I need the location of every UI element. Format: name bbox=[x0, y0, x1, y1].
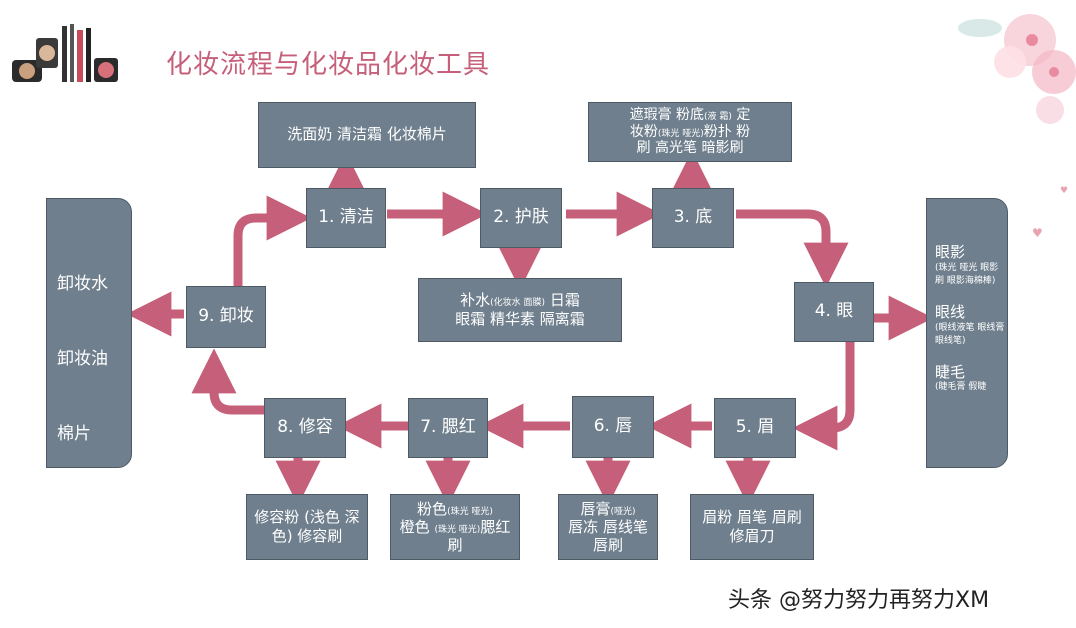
products-brow: 眉粉 眉笔 眉刷 修眉刀 bbox=[690, 494, 814, 560]
flower-decoration bbox=[958, 14, 1076, 124]
step-remove: 9. 卸妆 bbox=[186, 286, 266, 348]
page-title: 化妆流程与化妆品化妆工具 bbox=[166, 50, 491, 80]
products-skincare: 补水(化妆水 面膜) 日霜 眼霜 精华素 隔离霜 bbox=[418, 278, 622, 342]
products-cleanse: 洗面奶 清洁霜 化妆棉片 bbox=[258, 102, 476, 168]
eye-products-panel: 眼影(珠光 哑光 眼影刷 眼影海棉棒) 眼线(眼线液笔 眼线膏 眼线笔) 睫毛(… bbox=[926, 198, 1008, 468]
step-blush: 7. 腮红 bbox=[408, 398, 488, 458]
step-brow: 5. 眉 bbox=[714, 398, 796, 458]
step-skincare: 2. 护肤 bbox=[480, 188, 562, 248]
products-lip: 唇膏(哑光) 唇冻 唇线笔 唇刷 bbox=[558, 494, 658, 560]
watermark: 头条 @努力努力再努力XM bbox=[728, 588, 990, 613]
products-contour: 修容粉 (浅色 深色) 修容刷 bbox=[246, 494, 368, 560]
step-eye: 4. 眼 bbox=[794, 282, 874, 342]
products-blush: 粉色(珠光 哑光) 橙色 (珠光 哑光)腮红刷 bbox=[390, 494, 520, 560]
cosmetics-icon bbox=[12, 24, 118, 82]
remover-products-panel: 卸妆水 卸妆油 棉片 bbox=[46, 198, 132, 468]
heart-icon: ♥ bbox=[1060, 186, 1069, 196]
step-base: 3. 底 bbox=[652, 188, 734, 248]
step-cleanse: 1. 清洁 bbox=[306, 188, 386, 248]
products-base: 遮瑕膏 粉底(液 霜) 定 妆粉(珠光 哑光)粉扑 粉 刷 高光笔 暗影刷 bbox=[588, 102, 792, 162]
heart-icon: ♥ bbox=[1032, 226, 1043, 240]
step-lip: 6. 唇 bbox=[572, 396, 654, 458]
step-contour: 8. 修容 bbox=[264, 398, 346, 458]
